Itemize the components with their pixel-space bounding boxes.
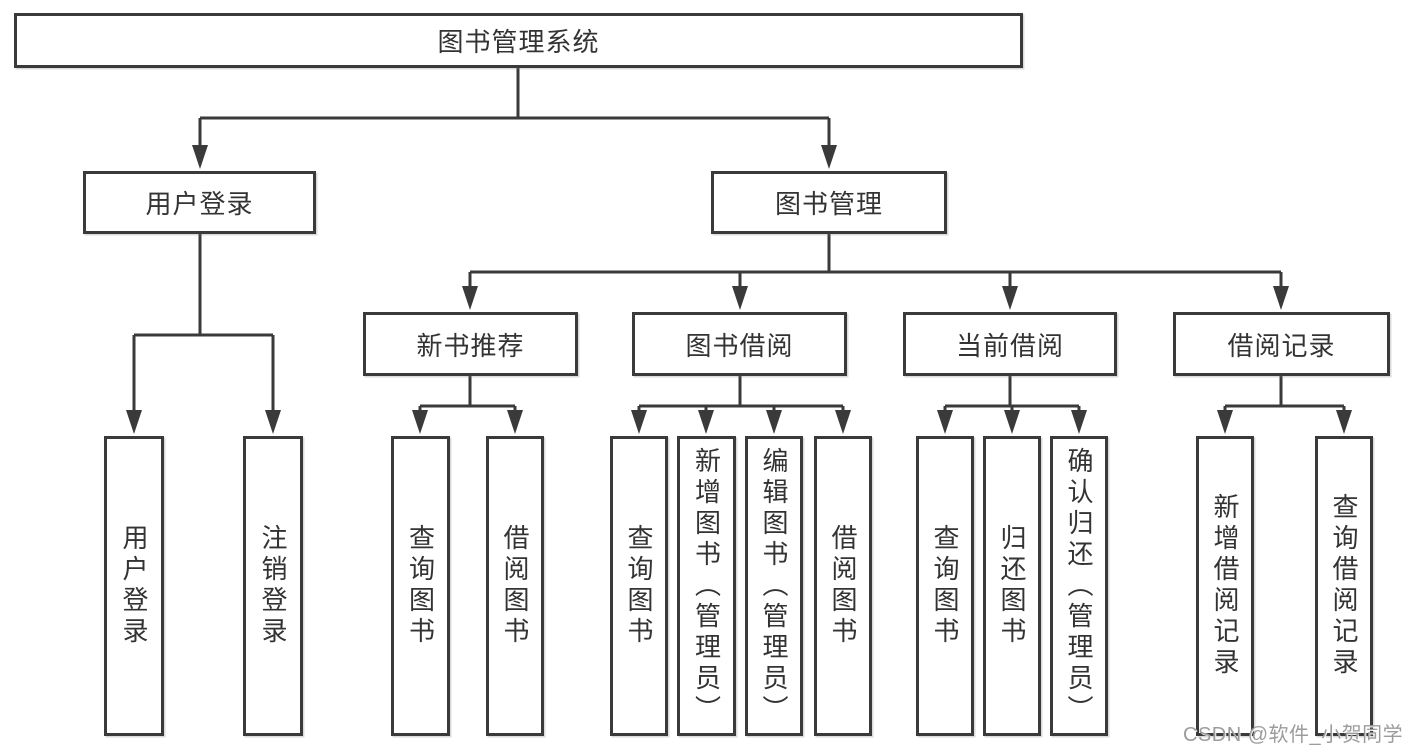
node-leaf-br-add-record: 新增借阅记录 <box>1196 436 1254 736</box>
node-leaf-bb-edit-books-admin: 编辑图书（管理员） <box>745 436 803 736</box>
node-leaf-logout: 注销登录 <box>243 436 303 736</box>
node-leaf-bb-add-books-admin: 新增图书（管理员） <box>677 436 736 736</box>
node-leaf-cb-confirm-return-admin: 确认归还（管理员） <box>1050 436 1108 736</box>
node-leaf-br-query-record: 查询借阅记录 <box>1315 436 1373 736</box>
node-book-borrow: 图书借阅 <box>632 312 847 376</box>
node-borrow-records: 借阅记录 <box>1173 312 1390 376</box>
watermark: CSDN @软件_小贺同学 <box>1183 724 1404 746</box>
node-library-system: 图书管理系统 <box>14 13 1023 68</box>
node-user-login: 用户登录 <box>83 171 316 234</box>
node-book-management: 图书管理 <box>711 171 947 234</box>
connector-paths <box>132 68 1346 414</box>
node-current-borrow: 当前借阅 <box>903 312 1117 376</box>
arrowheads <box>126 145 1352 434</box>
node-leaf-cb-query-books: 查询图书 <box>916 436 974 736</box>
node-leaf-user-login: 用户登录 <box>104 436 164 736</box>
node-leaf-bb-borrow-books: 借阅图书 <box>814 436 872 736</box>
node-leaf-cb-return-books: 归还图书 <box>983 436 1041 736</box>
node-new-book-recommend: 新书推荐 <box>363 312 578 376</box>
node-leaf-nb-borrow-books: 借阅图书 <box>486 436 544 736</box>
node-leaf-bb-query-books: 查询图书 <box>610 436 668 736</box>
node-leaf-nb-query-books: 查询图书 <box>391 436 450 736</box>
